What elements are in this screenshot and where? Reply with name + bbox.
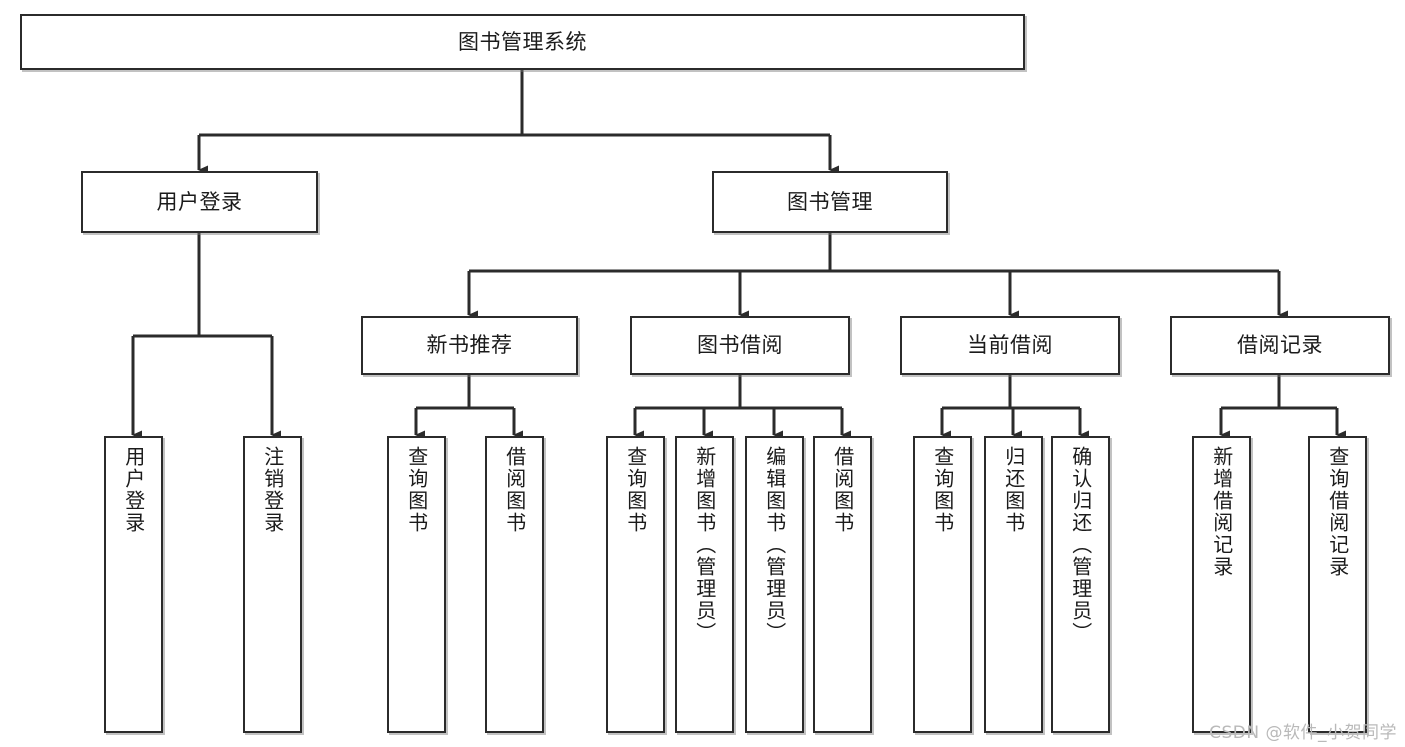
node-new-book-recommend-label: 新书推荐 bbox=[426, 333, 513, 358]
node-leaf-user-login-label: 用户登录 bbox=[121, 446, 146, 534]
node-leaf-query-book-current-label: 查询图书 bbox=[930, 446, 955, 534]
node-borrow-record-label: 借阅记录 bbox=[1237, 333, 1323, 358]
node-new-book-recommend[interactable]: 新书推荐 bbox=[361, 316, 578, 375]
node-current-borrow-label: 当前借阅 bbox=[967, 333, 1053, 358]
node-leaf-add-borrow-record[interactable]: 新增借阅记录 bbox=[1192, 436, 1251, 733]
node-book-borrow[interactable]: 图书借阅 bbox=[630, 316, 850, 375]
node-borrow-record[interactable]: 借阅记录 bbox=[1170, 316, 1390, 375]
node-leaf-query-book-recommend-label: 查询图书 bbox=[404, 446, 429, 534]
node-leaf-return-book-label: 归还图书 bbox=[1001, 446, 1026, 534]
node-leaf-query-borrow-record[interactable]: 查询借阅记录 bbox=[1308, 436, 1367, 733]
node-leaf-add-book[interactable]: 新增图书（管理员） bbox=[675, 436, 734, 733]
node-leaf-confirm-return[interactable]: 确认归还（管理员） bbox=[1051, 436, 1110, 733]
node-book-management-label: 图书管理 bbox=[787, 189, 873, 214]
node-leaf-edit-book-label: 编辑图书（管理员） bbox=[762, 446, 787, 644]
node-root-label: 图书管理系统 bbox=[458, 29, 587, 54]
node-leaf-logout-label: 注销登录 bbox=[260, 446, 285, 534]
node-book-management[interactable]: 图书管理 bbox=[712, 171, 948, 233]
node-leaf-borrow-book[interactable]: 借阅图书 bbox=[813, 436, 872, 733]
node-leaf-add-borrow-record-label: 新增借阅记录 bbox=[1209, 446, 1234, 578]
node-leaf-add-book-label: 新增图书（管理员） bbox=[692, 446, 717, 644]
node-leaf-logout[interactable]: 注销登录 bbox=[243, 436, 302, 733]
node-book-borrow-label: 图书借阅 bbox=[697, 333, 783, 358]
node-leaf-query-book-borrow-label: 查询图书 bbox=[623, 446, 648, 534]
node-leaf-borrow-book-label: 借阅图书 bbox=[830, 446, 855, 534]
node-user-login[interactable]: 用户登录 bbox=[81, 171, 318, 233]
node-leaf-query-book-borrow[interactable]: 查询图书 bbox=[606, 436, 665, 733]
node-leaf-query-borrow-record-label: 查询借阅记录 bbox=[1325, 446, 1350, 578]
node-leaf-confirm-return-label: 确认归还（管理员） bbox=[1068, 446, 1093, 644]
node-leaf-borrow-book-recommend[interactable]: 借阅图书 bbox=[485, 436, 544, 733]
node-user-login-label: 用户登录 bbox=[156, 189, 243, 214]
node-leaf-query-book-recommend[interactable]: 查询图书 bbox=[387, 436, 446, 733]
node-current-borrow[interactable]: 当前借阅 bbox=[900, 316, 1120, 375]
node-leaf-user-login[interactable]: 用户登录 bbox=[104, 436, 163, 733]
node-leaf-edit-book[interactable]: 编辑图书（管理员） bbox=[745, 436, 804, 733]
node-root[interactable]: 图书管理系统 bbox=[20, 14, 1025, 70]
node-leaf-borrow-book-recommend-label: 借阅图书 bbox=[502, 446, 527, 534]
node-leaf-query-book-current[interactable]: 查询图书 bbox=[913, 436, 972, 733]
node-leaf-return-book[interactable]: 归还图书 bbox=[984, 436, 1043, 733]
connector-lines bbox=[131, 70, 1346, 440]
